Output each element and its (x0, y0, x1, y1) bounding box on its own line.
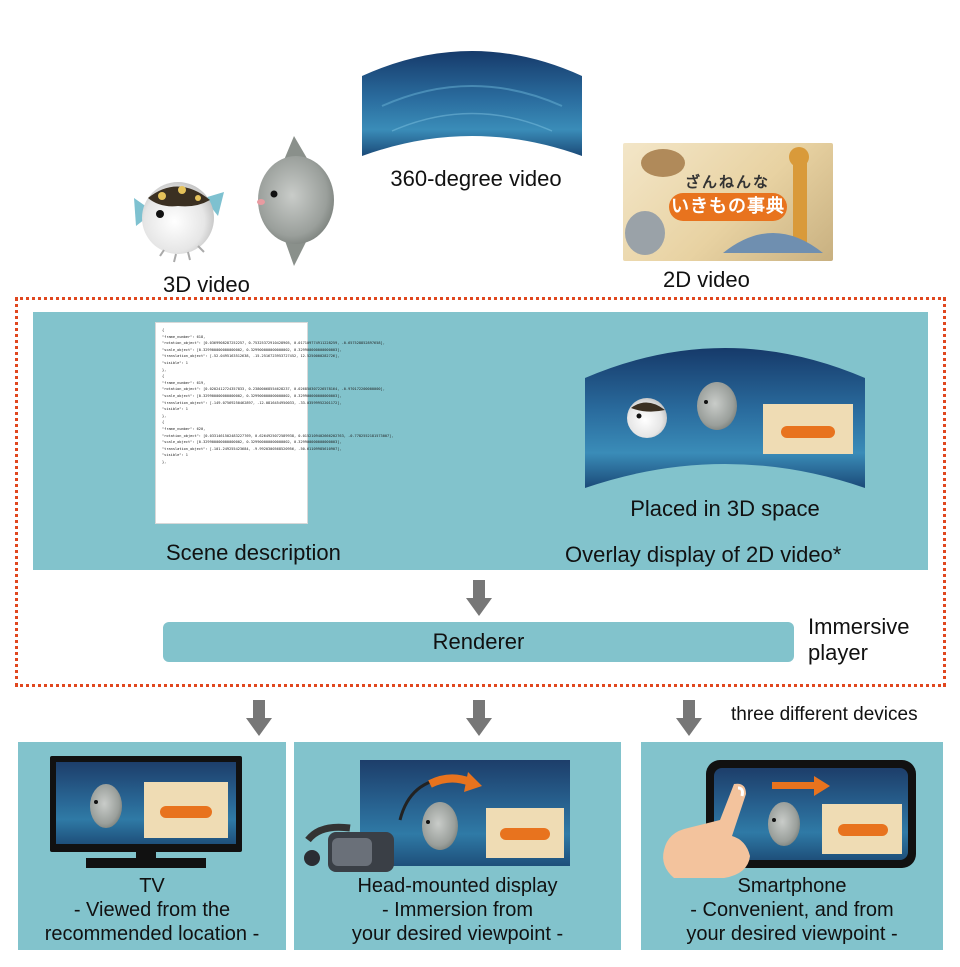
scene-description-label: Scene description (166, 540, 341, 565)
360-video-image (362, 51, 582, 156)
scene-description-line: "visible": 1 (162, 407, 188, 412)
smartphone-label-line2: - Convenient, and from (690, 899, 894, 921)
scene-description-line: "translation_object": [-149.075692504628… (162, 400, 342, 405)
placed-in-3d-space-image (585, 348, 865, 488)
tv-icon (50, 756, 242, 852)
tv-stand (136, 852, 156, 860)
tv-screen (56, 762, 236, 844)
hmd-label-line2: - Immersion from (381, 899, 534, 921)
three-devices-label: three different devices (731, 704, 918, 725)
tv-base (86, 858, 206, 868)
poster-title-line2: いきもの事典 (669, 193, 787, 221)
hmd-label-line1: Head-mounted display (357, 875, 558, 897)
scene-description-line: "rotation_object": [0.033146150248322776… (162, 433, 394, 438)
scene-description-line: }, (162, 367, 167, 372)
scene-description-line: "rotation_object": [0.0202412724357833, … (162, 387, 385, 392)
360-video-label: 360-degree video (390, 166, 562, 191)
tv-label-line2: - Viewed from the (73, 899, 231, 921)
scene-description-line: "visible": 1 (162, 453, 188, 458)
immersive-player-label-line2: player (808, 640, 868, 665)
tv-label-line3: recommended location - (44, 923, 260, 945)
scene-description-line: "frame_number": 618, (162, 334, 206, 339)
scene-description-line: "translation_object": [-101.249255423684… (162, 446, 342, 451)
tv-label-line1: TV (139, 875, 165, 897)
immersive-player-frame (15, 297, 946, 687)
smartphone-label-line3: your desired viewpoint - (686, 923, 898, 945)
scene-description-line: { (162, 374, 165, 379)
arrow-down-icon (466, 580, 492, 616)
scene-description-line: { (162, 420, 165, 425)
2d-video-poster-image: ざんねんな いきもの事典 (623, 143, 833, 261)
hmd-label-line3: your desired viewpoint - (351, 923, 564, 945)
scene-description-line: { (162, 328, 165, 332)
scene-description-line: "scale_object": [0.329900000000000002, 0… (162, 440, 342, 445)
smartphone-label-line1: Smartphone (737, 875, 847, 897)
sunfish-image (257, 136, 334, 266)
arrow-down-icon (246, 700, 272, 736)
scene-description-line: }, (162, 413, 167, 418)
smartphone-icon (706, 760, 916, 868)
poster-title-line1: ざんねんな (685, 173, 771, 191)
placed-in-3d-space-label: Placed in 3D space (630, 496, 820, 521)
scene-description-line: "scale_object": [0.329900000000000002, 0… (162, 347, 342, 352)
scene-description-line: "visible": 1 (162, 360, 188, 365)
scene-description-line: "rotation_object": [0.0369908287252257, … (162, 341, 385, 346)
3d-video-label: 3D video (163, 272, 250, 297)
hmd-screen (360, 760, 570, 866)
head-mounted-display-icon (304, 823, 394, 872)
scene-description-document: { "frame_number": 618, "rotation_object": … (155, 322, 394, 524)
renderer-label: Renderer (432, 629, 525, 654)
scene-description-line: "frame_number": 620, (162, 426, 206, 431)
scene-description-line: "frame_number": 619, (162, 380, 206, 385)
immersive-player-label-line1: Immersive (808, 614, 910, 639)
scene-description-line: "scale_object": [0.329900000000000002, 0… (162, 393, 342, 398)
pufferfish-image (134, 182, 224, 263)
scene-description-line: }, (162, 459, 167, 464)
scene-description-line: "translation_object": [-52.0495163512638… (162, 354, 340, 359)
arrow-down-icon (466, 700, 492, 736)
pointing-hand-icon (663, 783, 750, 878)
smartphone-screen (714, 768, 908, 860)
arrow-down-icon (676, 700, 702, 736)
renderer-box: Renderer (163, 622, 794, 662)
overlay-display-label: Overlay display of 2D video* (565, 542, 842, 567)
2d-video-label: 2D video (663, 267, 750, 292)
